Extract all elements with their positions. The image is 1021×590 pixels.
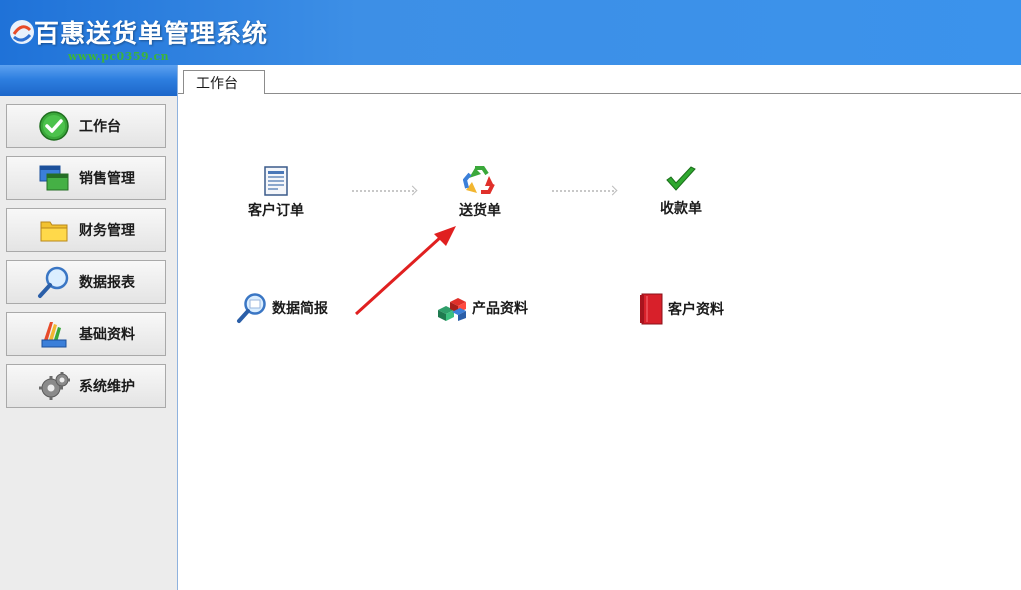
- sidebar-item-system[interactable]: 系统维护: [6, 364, 166, 408]
- flow-connector-arrow: [552, 190, 614, 192]
- app-logo-icon: [10, 20, 34, 44]
- magnifier-icon: [237, 293, 266, 323]
- flow-connector-arrow: [352, 190, 414, 192]
- shortcut-label: 产品资料: [472, 301, 528, 317]
- flow-item-delivery-note[interactable]: 送货单: [459, 164, 501, 220]
- flow-item-customer-order[interactable]: 客户订单: [248, 166, 304, 220]
- sidebar-item-label: 基础资料: [79, 327, 135, 343]
- flow-item-label: 客户订单: [248, 203, 304, 219]
- flow-item-label: 送货单: [459, 203, 501, 219]
- shortcut-label: 客户资料: [668, 302, 724, 318]
- magnifier-icon: [37, 265, 71, 299]
- tab-divider: [178, 93, 1021, 94]
- check-circle-icon: [37, 109, 71, 143]
- sidebar-item-finance[interactable]: 财务管理: [6, 208, 166, 252]
- windows-icon: [37, 161, 71, 195]
- sidebar-item-label: 财务管理: [79, 223, 135, 239]
- sidebar-item-label: 系统维护: [79, 379, 135, 395]
- sidebar-item-label: 数据报表: [79, 275, 135, 291]
- document-icon: [264, 166, 288, 196]
- sidebar-item-reports[interactable]: 数据报表: [6, 260, 166, 304]
- sidebar-item-label: 销售管理: [79, 171, 135, 187]
- title-bar: 百惠送货单管理系统 www.pc0359.cn: [0, 0, 1021, 65]
- tab-workbench[interactable]: 工作台: [183, 70, 265, 94]
- cubes-icon: [438, 298, 466, 321]
- recycle-arrows-icon: [463, 166, 495, 194]
- shortcut-data-brief[interactable]: 数据简报: [236, 292, 328, 324]
- shortcut-customer-data[interactable]: 客户资料: [638, 293, 724, 325]
- tab-strip: [178, 65, 1021, 95]
- shortcut-label: 数据简报: [272, 301, 328, 317]
- tab-active-mask: [184, 93, 264, 94]
- checkmark-icon: [666, 166, 696, 191]
- gear-icon: [37, 369, 71, 403]
- sidebar-item-basic-data[interactable]: 基础资料: [6, 312, 166, 356]
- red-book-icon: [640, 293, 663, 325]
- sidebar-item-sales[interactable]: 销售管理: [6, 156, 166, 200]
- sidebar-item-label: 工作台: [79, 119, 121, 135]
- sidebar-item-workbench[interactable]: 工作台: [6, 104, 166, 148]
- sidebar-header: [0, 65, 177, 96]
- folder-icon: [37, 213, 71, 247]
- shortcut-product-data[interactable]: 产品资料: [436, 294, 528, 322]
- watermark-text: www.pc0359.cn: [68, 50, 170, 63]
- palette-icon: [37, 317, 71, 351]
- app-title: 百惠送货单管理系统: [34, 19, 269, 48]
- annotation-arrow-icon: [354, 226, 456, 316]
- flow-item-label: 收款单: [660, 201, 702, 217]
- flow-item-receipt[interactable]: 收款单: [660, 166, 702, 218]
